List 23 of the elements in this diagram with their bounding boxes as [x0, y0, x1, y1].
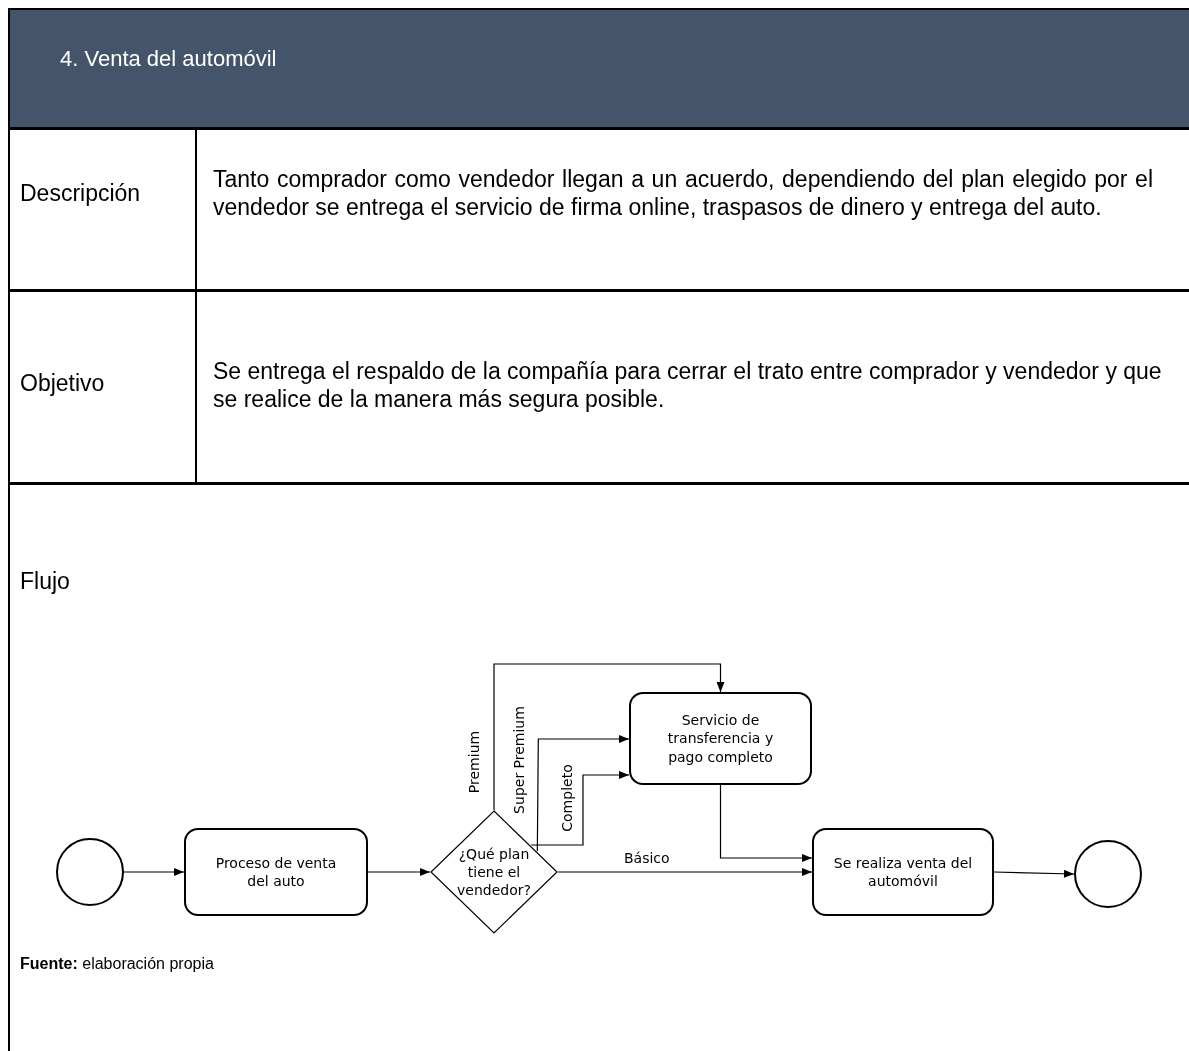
process-box: Servicio de transferencia y pago completo [629, 692, 812, 785]
section-label: Flujo [20, 568, 70, 596]
process-box: Proceso de venta del auto [184, 828, 368, 916]
arrow [536, 735, 630, 852]
header-title: 4. Venta del automóvil [60, 46, 277, 73]
arrow [719, 784, 813, 862]
edge-label: Completo [559, 764, 575, 832]
source-note: Fuente: elaboración propia [20, 955, 214, 973]
arrow [530, 771, 630, 846]
edge-label: Premium [466, 730, 482, 794]
row-header: Descripción [20, 180, 141, 208]
process-box: Se realiza venta del automóvil [812, 828, 994, 916]
arrow [557, 868, 813, 876]
arrow [367, 868, 431, 876]
edge-label: Básico [624, 850, 670, 866]
description-text: Tanto comprador como vendedor llegan a un acuerdo, dependiendo del plan elegido por el vendedor se entrega el servicio de firma online, traspasos de dinero y entrega del auto. [213, 166, 1153, 222]
arrow [993, 869, 1075, 878]
end-event-circle [1074, 840, 1142, 908]
arrow [493, 663, 725, 811]
objective-text: Se entrega el respaldo de la compañía para cerrar el trato entre comprador y vendedor y que se realice de la manera más segura posible. [213, 358, 1163, 414]
start-event-circle [56, 838, 124, 906]
row-header: Objetivo [20, 370, 105, 398]
arrow [123, 868, 185, 876]
